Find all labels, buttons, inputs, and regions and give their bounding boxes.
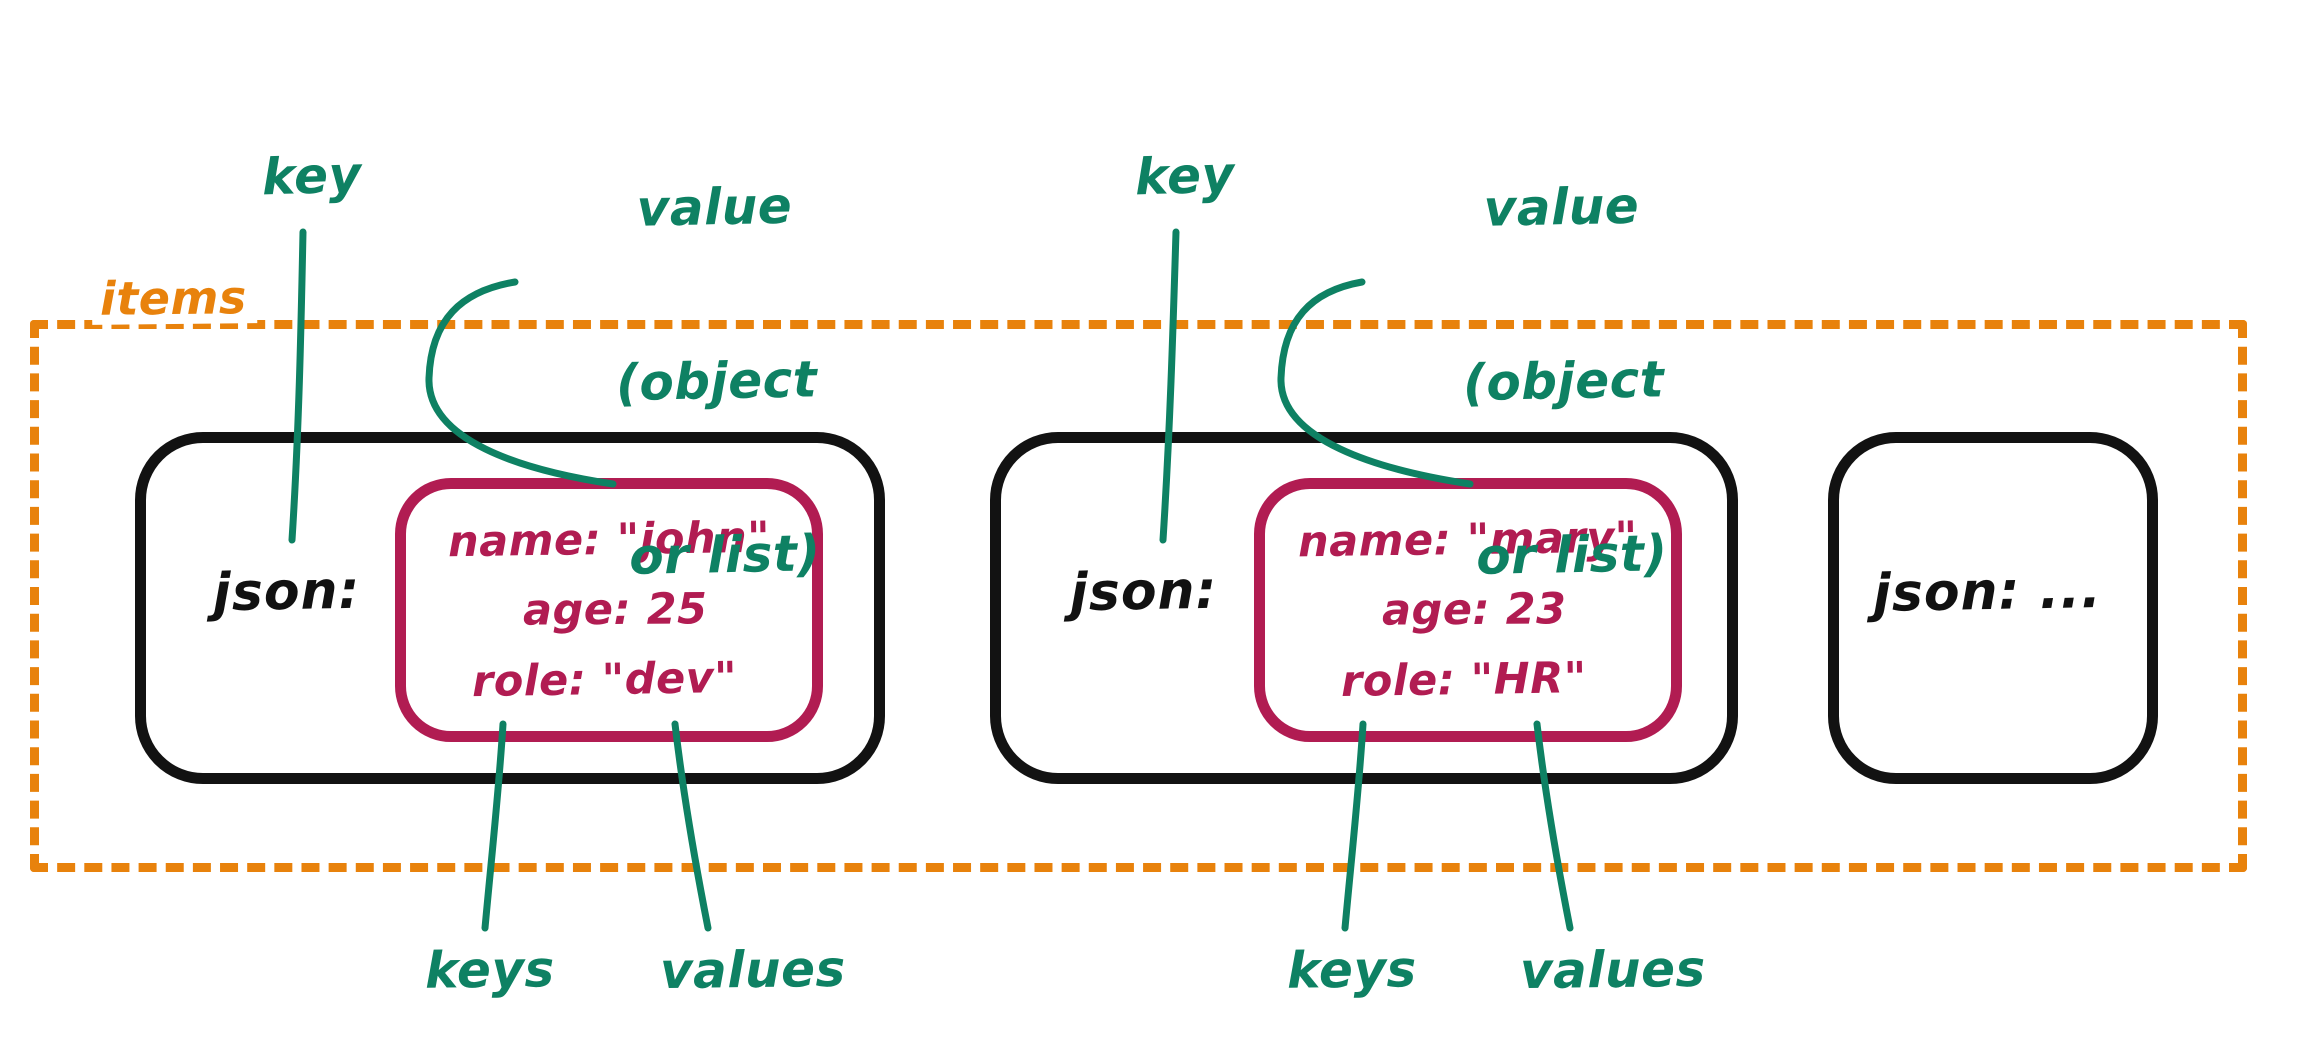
annotation-value-right: value (object or list) <box>1462 60 1670 701</box>
card-1-json-label: json: <box>212 560 361 624</box>
annotation-value-left-line-1: value <box>636 176 793 238</box>
annotation-value-left-line-2: (object <box>615 350 818 413</box>
card-2-json-label: json: <box>1069 560 1218 624</box>
annotation-key-left: key <box>261 145 363 207</box>
annotation-key-right: key <box>1134 145 1236 207</box>
annotation-value-right-line-3: or list) <box>1475 524 1669 586</box>
annotation-value-right-line-1: value <box>1483 176 1640 238</box>
item-card-3[interactable] <box>1828 432 2158 784</box>
annotation-value-right-line-2: (object <box>1462 350 1665 413</box>
annotation-values-right: values <box>1519 939 1707 1001</box>
annotation-keys-right: keys <box>1286 940 1418 1000</box>
annotation-value-left-line-3: or list) <box>628 524 822 586</box>
annotation-keys-left: keys <box>424 940 556 1000</box>
items-group-label: items <box>91 270 258 326</box>
annotation-value-left: value (object or list) <box>615 60 823 701</box>
card-3-json-label: json: ... <box>1872 560 2103 624</box>
annotation-values-left: values <box>659 939 847 1001</box>
items-group-box <box>30 320 2247 872</box>
